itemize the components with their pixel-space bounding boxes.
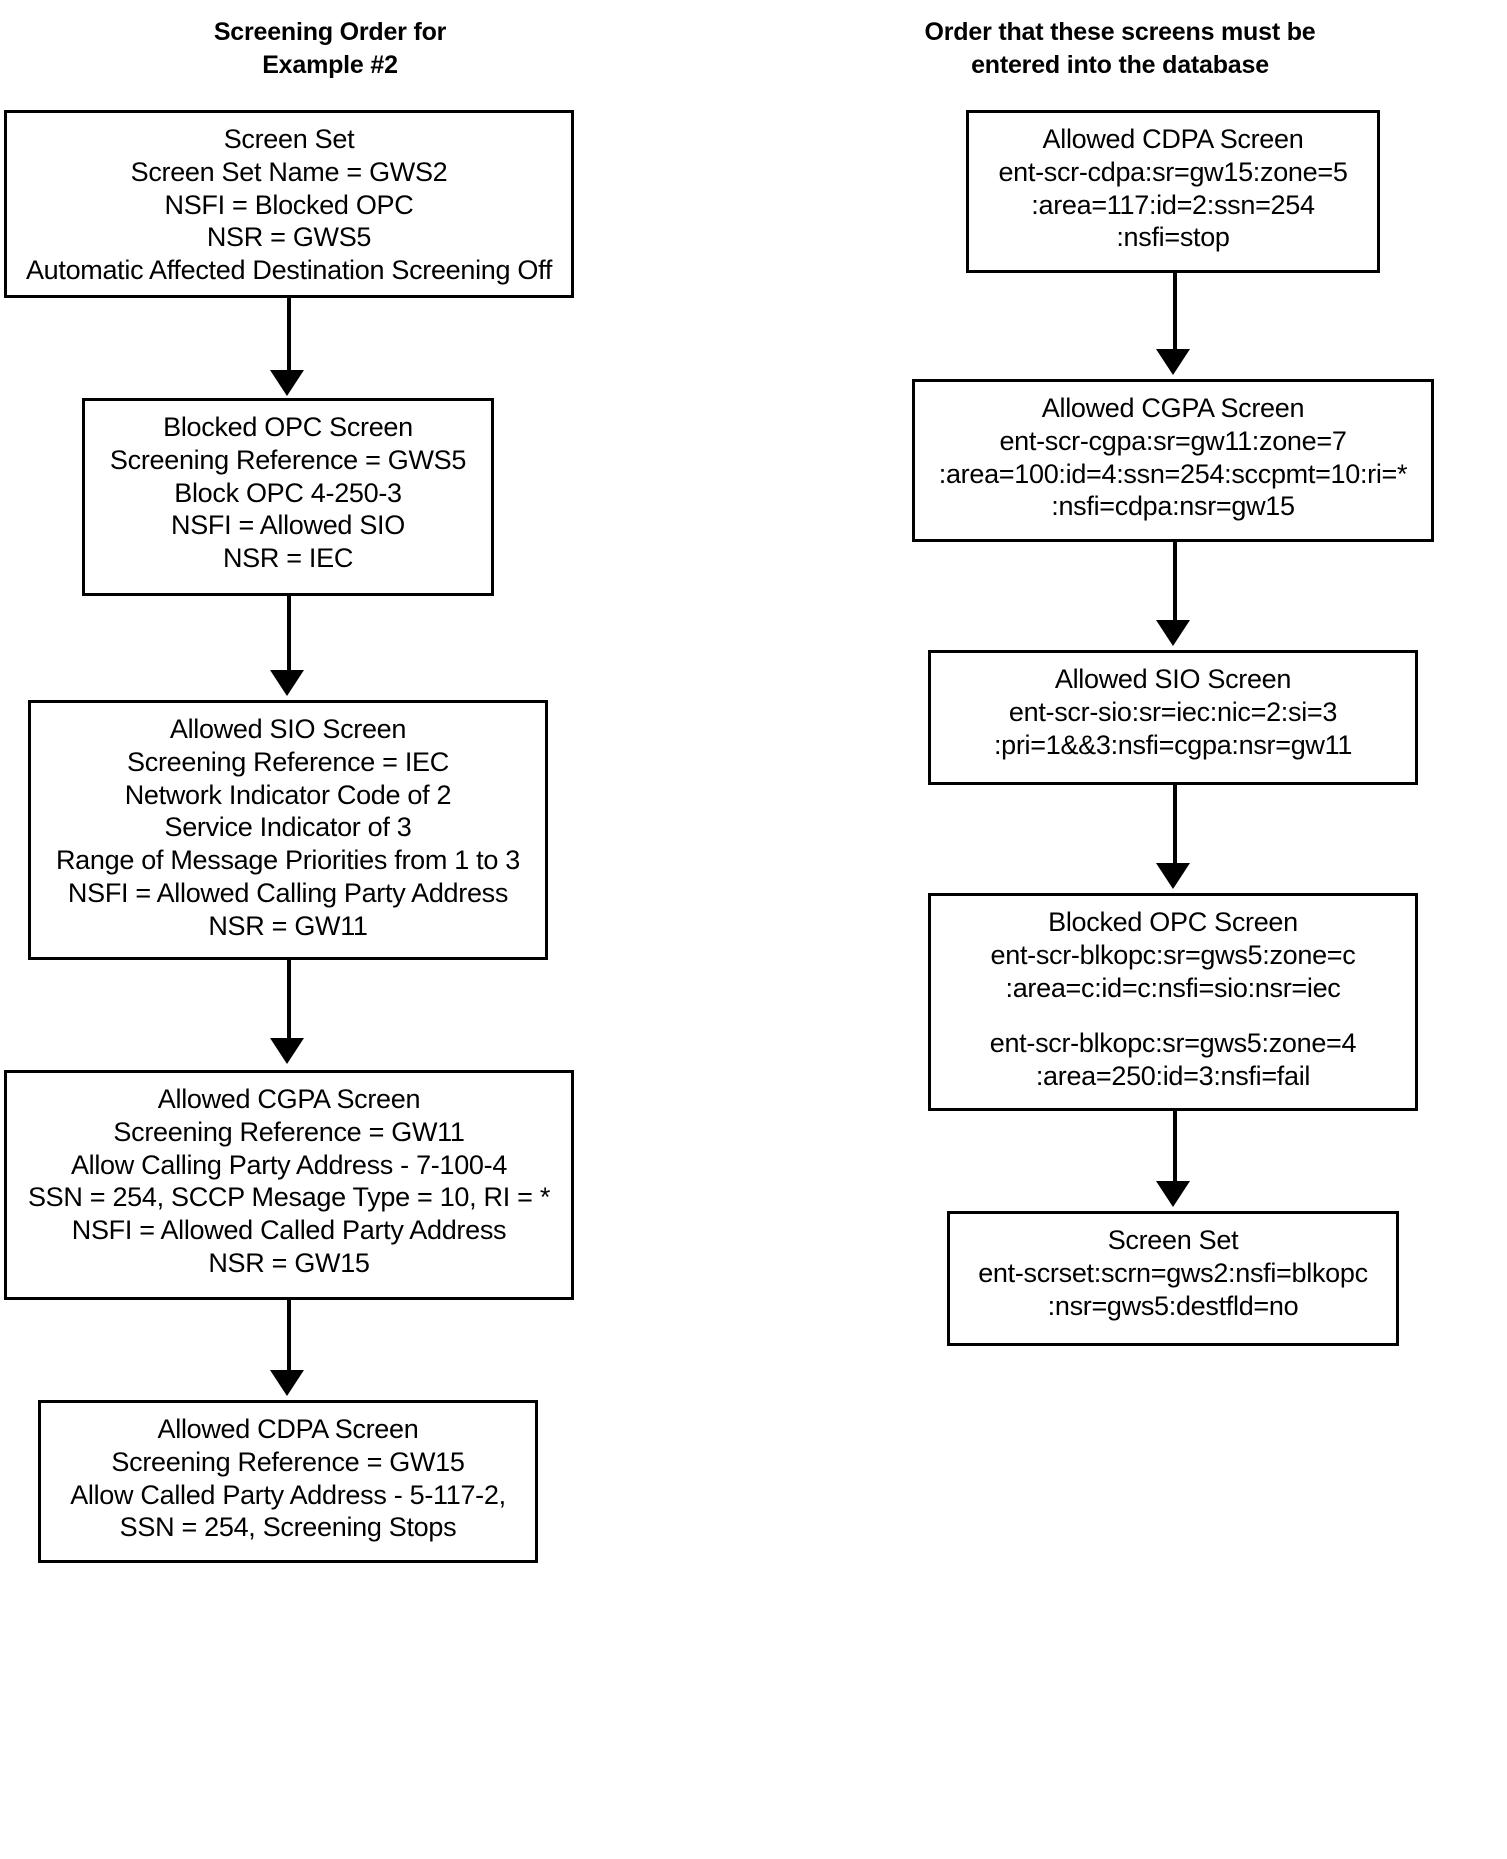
node-line: :area=100:id=4:ssn=254:sccpmt=10:ri=* — [938, 458, 1408, 489]
node-line: Screening Reference = GWS5 — [109, 444, 467, 475]
database-entry-order-title-line2: entered into the database — [971, 51, 1269, 79]
arrowhead-icon — [270, 1038, 304, 1064]
node-line: SSN = 254, Screening Stops — [119, 1512, 457, 1543]
node-line: Allowed SIO Screen — [1054, 664, 1292, 694]
node-line: NSR = IEC — [222, 543, 354, 574]
node-line: Range of Message Priorities from 1 to 3 — [55, 845, 521, 876]
node-screen-set[interactable]: Screen Set Screen Set Name = GWS2 NSFI =… — [4, 110, 574, 298]
arrowhead-icon — [1156, 620, 1190, 646]
arrowhead-icon — [1156, 863, 1190, 889]
node-line: Allowed SIO Screen — [169, 714, 407, 744]
node-line: Screening Reference = GW11 — [113, 1116, 465, 1147]
screening-order-column: Screening Order for Example #2 — [0, 0, 660, 82]
node-allowed-cgpa-command[interactable]: Allowed CGPA Screen ent-scr-cgpa:sr=gw11… — [912, 379, 1434, 542]
connector-cdpa-to-cgpa-command — [1173, 273, 1177, 351]
node-line: Allowed CDPA Screen — [157, 1414, 419, 1444]
connector-cgpa-to-cdpa — [287, 1300, 291, 1372]
node-line: Screening Reference = GW15 — [111, 1446, 465, 1477]
node-line: ent-scrset:scrn=gws2:nsfi=blkopc — [978, 1257, 1368, 1288]
node-line: Allow Called Party Address - 5-117-2, — [70, 1479, 506, 1510]
node-line: Automatic Affected Destination Screening… — [25, 255, 553, 286]
node-line: Screening Reference = IEC — [127, 746, 449, 777]
screening-order-title: Screening Order for Example #2 — [0, 16, 660, 82]
node-line: NSFI = Blocked OPC — [164, 189, 414, 220]
node-allowed-cgpa-screen[interactable]: Allowed CGPA Screen Screening Reference … — [4, 1070, 574, 1300]
node-line: Service Indicator of 3 — [164, 812, 412, 843]
node-line: Block OPC 4-250-3 — [174, 477, 402, 508]
node-line: :nsfi=stop — [1116, 222, 1230, 253]
arrowhead-icon — [1156, 349, 1190, 375]
arrowhead-icon — [270, 1370, 304, 1396]
node-allowed-sio-command[interactable]: Allowed SIO Screen ent-scr-sio:sr=iec:ni… — [928, 650, 1418, 785]
node-line: NSR = GW15 — [208, 1247, 370, 1278]
node-screen-set-command[interactable]: Screen Set ent-scrset:scrn=gws2:nsfi=blk… — [947, 1211, 1399, 1346]
node-line: ent-scr-blkopc:sr=gws5:zone=c — [990, 939, 1356, 970]
connector-sio-to-blkopc-command — [1173, 785, 1177, 865]
node-allowed-cdpa-command[interactable]: Allowed CDPA Screen ent-scr-cdpa:sr=gw15… — [966, 110, 1380, 273]
node-line: ent-scr-sio:sr=iec:nic=2:si=3 — [1008, 696, 1338, 727]
screening-order-title-line1: Screening Order for — [213, 18, 447, 46]
node-line: Screen Set Name = GWS2 — [130, 156, 448, 187]
node-line: NSFI = Allowed Calling Party Address — [67, 877, 509, 908]
connector-screenset-to-blockedopc — [287, 298, 291, 372]
node-line: :area=250:id=3:nsfi=fail — [1035, 1061, 1311, 1092]
node-line: Screen Set — [1107, 1225, 1239, 1255]
node-line: Allowed CDPA Screen — [1042, 124, 1304, 154]
node-line: NSFI = Allowed SIO — [171, 510, 405, 541]
node-line: Allow Calling Party Address - 7-100-4 — [70, 1149, 508, 1180]
connector-sio-to-cgpa — [287, 960, 291, 1040]
node-line: Allowed CGPA Screen — [157, 1084, 421, 1114]
node-line: :nsfi=cdpa:nsr=gw15 — [1051, 491, 1295, 522]
node-blocked-opc-command[interactable]: Blocked OPC Screen ent-scr-blkopc:sr=gws… — [928, 893, 1418, 1111]
database-entry-order-title-line1: Order that these screens must be — [924, 18, 1316, 46]
arrowhead-icon — [1156, 1181, 1190, 1207]
node-blocked-opc-screen[interactable]: Blocked OPC Screen Screening Reference =… — [82, 398, 494, 596]
node-line: Allowed CGPA Screen — [1041, 393, 1305, 423]
connector-blkopc-to-screenset-command — [1173, 1111, 1177, 1183]
node-line: Blocked OPC Screen — [1048, 907, 1298, 937]
node-allowed-cdpa-screen[interactable]: Allowed CDPA Screen Screening Reference … — [38, 1400, 538, 1563]
database-entry-order-title: Order that these screens must be entered… — [790, 16, 1450, 82]
node-allowed-sio-screen[interactable]: Allowed SIO Screen Screening Reference =… — [28, 700, 548, 960]
node-line: ent-scr-cdpa:sr=gw15:zone=5 — [998, 156, 1348, 187]
node-line: ent-scr-blkopc:sr=gws5:zone=4 — [989, 1028, 1357, 1059]
node-line: NSR = GWS5 — [206, 222, 372, 253]
node-line: Blocked OPC Screen — [163, 412, 413, 442]
node-line-spacer — [935, 1004, 1411, 1027]
arrowhead-icon — [270, 670, 304, 696]
connector-cgpa-to-sio-command — [1173, 542, 1177, 622]
node-line: Screen Set — [223, 124, 355, 154]
node-line: :area=c:id=c:nsfi=sio:nsr=iec — [1005, 972, 1341, 1003]
database-entry-order-column: Order that these screens must be entered… — [790, 0, 1450, 82]
node-line: NSR = GW11 — [208, 910, 368, 941]
node-line: :pri=1&&3:nsfi=cgpa:nsr=gw11 — [993, 729, 1353, 760]
node-line: SSN = 254, SCCP Mesage Type = 10, RI = * — [27, 1182, 551, 1213]
connector-blockedopc-to-sio — [287, 596, 291, 672]
arrowhead-icon — [270, 370, 304, 396]
node-line: Network Indicator Code of 2 — [124, 779, 452, 810]
screening-order-title-line2: Example #2 — [262, 51, 398, 79]
node-line: NSFI = Allowed Called Party Address — [71, 1215, 507, 1246]
node-line: ent-scr-cgpa:sr=gw11:zone=7 — [999, 425, 1347, 456]
node-line: :area=117:id=2:ssn=254 — [1031, 189, 1315, 220]
node-line: :nsr=gws5:destfld=no — [1047, 1290, 1299, 1321]
